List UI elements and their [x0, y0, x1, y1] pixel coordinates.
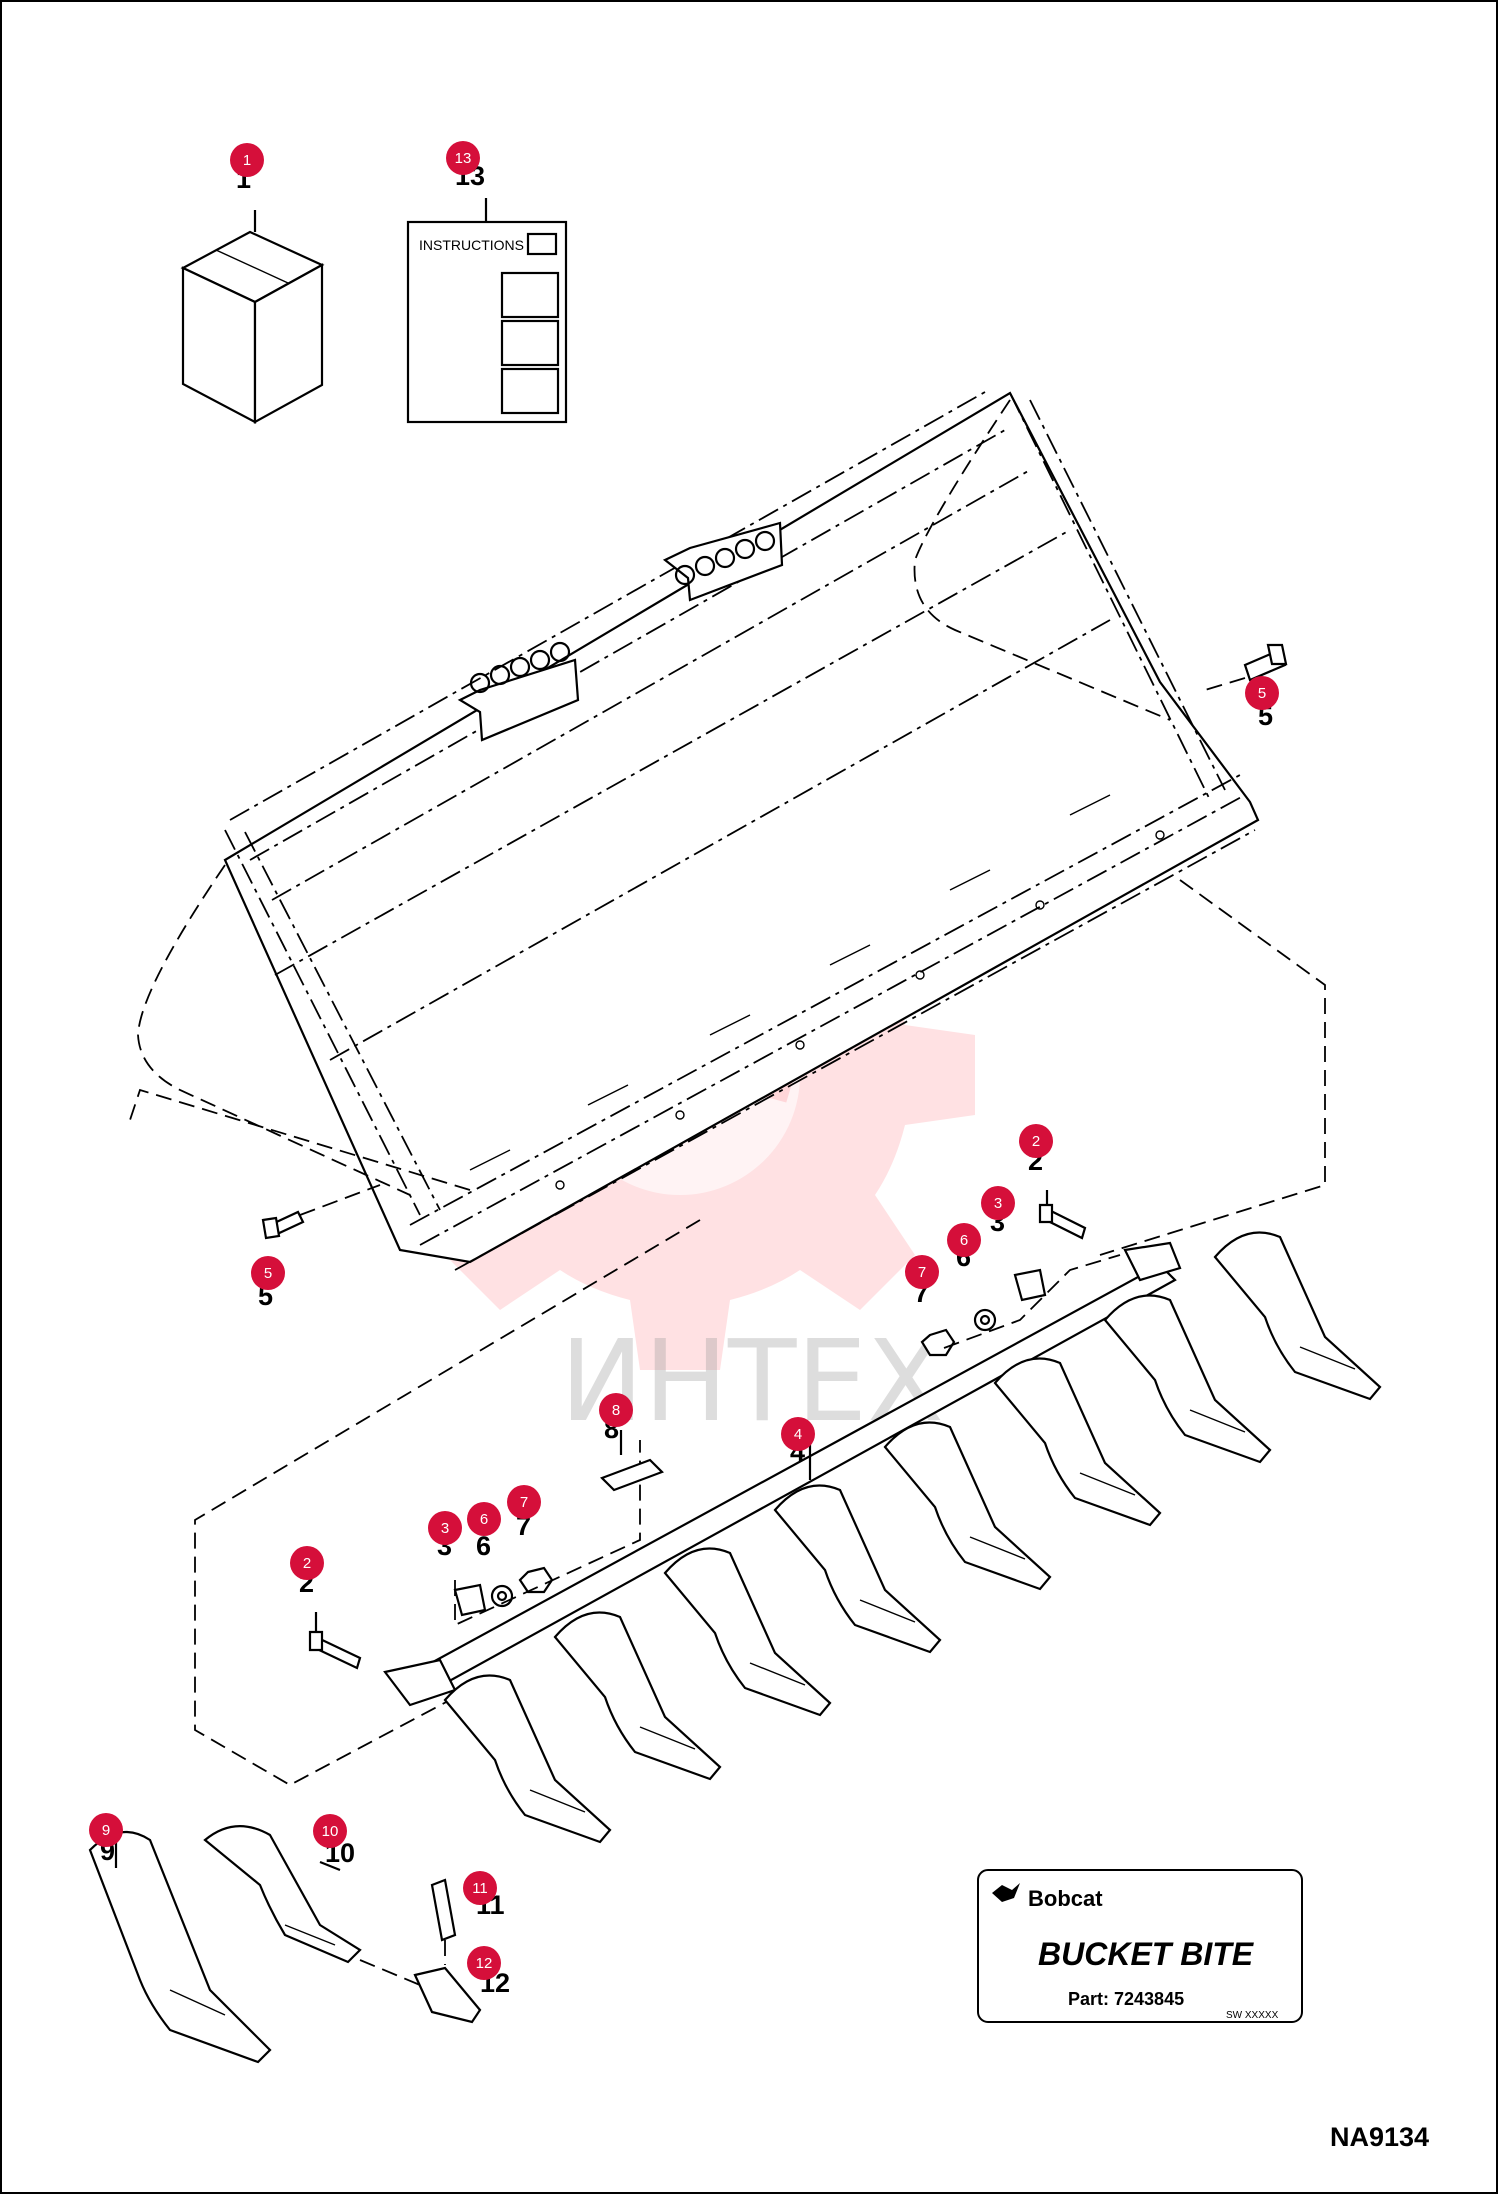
- callout-marker-label-c4: 4: [794, 1426, 802, 1443]
- callout-marker-c11[interactable]: 11: [463, 1871, 497, 1905]
- decal-8: [600, 1430, 664, 1492]
- callout-marker-label-c6b: 6: [480, 1511, 488, 1528]
- bar-tooth-edge: [1079, 1472, 1136, 1496]
- plate-part: Part: 7243845: [1068, 1989, 1184, 2009]
- callout-marker-label-c2b: 2: [303, 1555, 311, 1572]
- bar-tooth: [773, 1484, 942, 1654]
- bar-tooth: [883, 1421, 1052, 1591]
- bucket-outline-left: [129, 1088, 471, 1191]
- callout-marker-c2a[interactable]: 2: [1019, 1124, 1053, 1158]
- bucket: [137, 391, 1260, 1271]
- callout-marker-c5b[interactable]: 5: [251, 1256, 285, 1290]
- callout-marker-label-c3a: 3: [994, 1195, 1002, 1212]
- bar-tooth-edge: [1299, 1346, 1356, 1370]
- bar-tooth: [443, 1674, 612, 1844]
- callout-marker-c7a[interactable]: 7: [905, 1255, 939, 1289]
- tooth-10: [203, 1825, 362, 1964]
- parts-box: [180, 210, 325, 424]
- callout-marker-c3a[interactable]: 3: [981, 1186, 1015, 1220]
- callout-marker-c3b[interactable]: 3: [428, 1511, 462, 1545]
- callout-marker-label-c11: 11: [472, 1880, 488, 1897]
- adapter-12: [359, 1940, 482, 2024]
- bar-tooth: [993, 1357, 1162, 1527]
- callout-marker-label-c9: 9: [102, 1822, 110, 1839]
- callout-marker-label-c6a: 6: [960, 1232, 968, 1249]
- callout-marker-c12[interactable]: 12: [467, 1946, 501, 1980]
- tooth-bar: [383, 1231, 1382, 1844]
- callout-marker-label-c10: 10: [322, 1823, 339, 1840]
- callout-marker-label-c3b: 3: [441, 1520, 449, 1537]
- bar-tooth: [553, 1611, 722, 1781]
- bobcat-logo-icon: [992, 1883, 1020, 1902]
- callout-marker-c8[interactable]: 8: [599, 1393, 633, 1427]
- bar-tooth: [1103, 1294, 1272, 1464]
- callout-marker-label-c1: 1: [243, 152, 251, 169]
- callout-marker-c9[interactable]: 9: [89, 1813, 123, 1847]
- hardware-left: [308, 1440, 641, 1670]
- callout-marker-c13[interactable]: 13: [446, 141, 480, 175]
- callout-marker-label-c5b: 5: [264, 1265, 272, 1282]
- callout-marker-label-c7b: 7: [520, 1494, 528, 1511]
- callout-marker-label-c8: 8: [612, 1402, 620, 1419]
- callout-marker-c10[interactable]: 10: [313, 1814, 347, 1848]
- bolt-5-right: [1204, 643, 1288, 691]
- callout-marker-c5a[interactable]: 5: [1245, 676, 1279, 710]
- callout-marker-c6b[interactable]: 6: [467, 1502, 501, 1536]
- plate-brand: Bobcat: [1028, 1886, 1103, 1911]
- callout-marker-label-c13: 13: [455, 150, 472, 167]
- plate-code: SW XXXXX: [1226, 2010, 1279, 2021]
- bar-tooth: [663, 1547, 832, 1717]
- callout-marker-label-c7a: 7: [918, 1264, 926, 1281]
- callout-number-c6b: 6: [476, 1531, 491, 1561]
- callout-marker-label-c12: 12: [476, 1955, 493, 1972]
- bar-tooth-edge: [529, 1789, 586, 1813]
- callout-marker-c1[interactable]: 1: [230, 143, 264, 177]
- bar-tooth: [1213, 1231, 1382, 1401]
- bar-tooth-edge: [969, 1536, 1026, 1560]
- drawing-id: NA9134: [1330, 2122, 1429, 2152]
- bolt-5-left: [261, 1184, 381, 1240]
- instructions-label: INSTRUCTIONS: [419, 237, 524, 253]
- bar-tooth-edge: [1189, 1409, 1246, 1433]
- envelope-right: [1099, 879, 1326, 1256]
- pin-11: [430, 1878, 457, 1942]
- callout-marker-c6a[interactable]: 6: [947, 1223, 981, 1257]
- callout-marker-c7b[interactable]: 7: [507, 1485, 541, 1519]
- bar-tooth-edge: [639, 1726, 696, 1750]
- callout-marker-label-c5a: 5: [1258, 685, 1266, 702]
- bar-tooth-edge: [859, 1599, 916, 1623]
- callout-marker-c2b[interactable]: 2: [290, 1546, 324, 1580]
- callout-marker-label-c2a: 2: [1032, 1133, 1040, 1150]
- product-plate: Bobcat BUCKET BITE Part: 7243845 SW XXXX…: [977, 1869, 1303, 2023]
- callout-marker-c4[interactable]: 4: [781, 1417, 815, 1451]
- instructions-manual: INSTRUCTIONS: [406, 198, 568, 424]
- plate-product-logo: BUCKET BITE: [1038, 1936, 1255, 1972]
- bar-tooth-edge: [749, 1662, 806, 1686]
- hardware-right: [920, 1190, 1121, 1357]
- envelope-left: [194, 1219, 701, 1787]
